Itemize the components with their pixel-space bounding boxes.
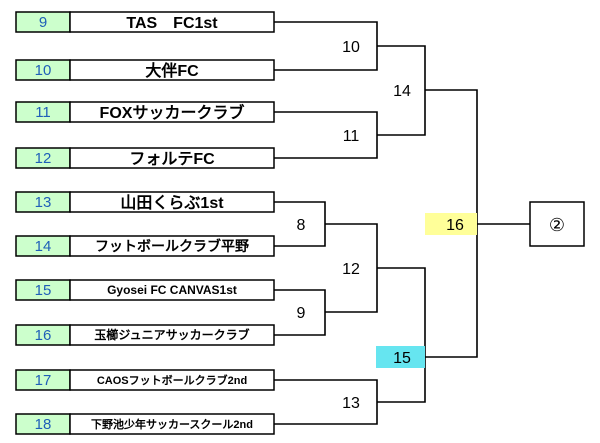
team-row: 9 TAS FC1st (15, 11, 275, 33)
team-seed-number: 16 (35, 327, 52, 344)
match-number-10: 10 (342, 39, 360, 56)
team-name: 大伴FC (145, 61, 199, 80)
match-number-14: 14 (393, 83, 411, 100)
match-15-highlight (376, 346, 425, 368)
team-row: 10 大伴FC (15, 59, 275, 81)
team-name: 玉櫛ジュニアサッカークラブ (94, 327, 249, 342)
team-seed-number: 14 (35, 238, 52, 255)
match-16-highlight (425, 213, 477, 235)
team-seed-number: 15 (35, 282, 52, 299)
team-seed-number: 13 (35, 194, 52, 211)
team-seed-number: 17 (35, 372, 52, 389)
final-slot: ② (529, 201, 585, 247)
team-name: CAOSフットボールクラブ2nd (97, 373, 247, 387)
team-seed-number: 18 (35, 416, 52, 433)
match-number-12: 12 (342, 261, 360, 278)
team-row: 12 フォルテFC (15, 147, 275, 169)
team-name: TAS FC1st (126, 15, 218, 32)
team-seed-number: 12 (35, 150, 52, 167)
final-box (529, 201, 585, 247)
match-labels: 10 11 14 8 9 12 13 16 15 (297, 39, 477, 412)
team-row: 15 Gyosei FC CANVAS1st (15, 279, 275, 301)
match-number-11: 11 (343, 128, 360, 145)
final-label: ② (549, 215, 565, 236)
team-name: Gyosei FC CANVAS1st (107, 283, 237, 297)
team-name: FOXサッカークラブ (100, 103, 245, 122)
bracket-line-match-10 (274, 21, 378, 71)
team-row: 14 フットボールクラブ平野 (15, 235, 275, 257)
team-name: フォルテFC (129, 151, 215, 168)
team-row: 18 下野池少年サッカースクール2nd (15, 413, 275, 435)
match-number-8: 8 (297, 217, 306, 234)
team-row: 16 玉櫛ジュニアサッカークラブ (15, 324, 275, 346)
team-row: 11 FOXサッカークラブ (15, 101, 275, 123)
bracket-line-match-15 (377, 267, 426, 403)
bracket-line-match-13 (274, 379, 378, 425)
team-row: 13 山田くらぶ1st (15, 191, 275, 213)
team-seed-number: 10 (35, 62, 52, 79)
match-number-15: 15 (393, 350, 411, 367)
match-number-9: 9 (297, 305, 306, 322)
bracket-line-match-11 (274, 111, 378, 159)
team-name: 下野池少年サッカースクール2nd (91, 417, 253, 431)
team-name: 山田くらぶ1st (120, 194, 224, 212)
team-row: 17 CAOSフットボールクラブ2nd (15, 369, 275, 391)
team-seed-number: 11 (35, 104, 51, 121)
match-number-16: 16 (446, 217, 464, 234)
match-number-13: 13 (342, 395, 360, 412)
team-name: フットボールクラブ平野 (95, 238, 249, 254)
team-seed-number: 9 (39, 14, 47, 31)
